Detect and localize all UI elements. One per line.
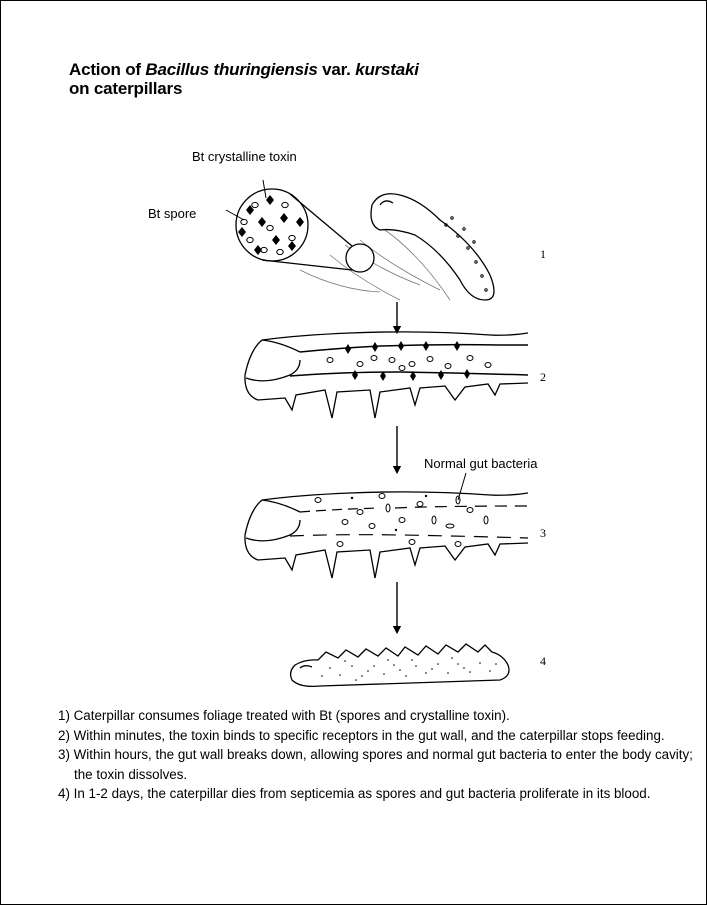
stage-4-illustration [291, 644, 509, 686]
stage-3-illustration [245, 492, 528, 578]
stage-number-4: 4 [540, 654, 546, 668]
step-4: 4) In 1-2 days, the caterpillar dies fro… [58, 784, 698, 804]
stage-number-3: 3 [540, 526, 546, 540]
stage-number-1: 1 [540, 247, 546, 261]
label-spore: Bt spore [148, 206, 196, 221]
step-2: 2) Within minutes, the toxin binds to sp… [58, 726, 698, 746]
label-gut-bacteria: Normal gut bacteria [424, 456, 538, 471]
stage-number-2: 2 [540, 370, 546, 384]
bt-action-diagram: Bt crystalline toxin Bt spore 1 2 Normal… [0, 0, 707, 700]
stage-1-illustration [226, 180, 494, 300]
step-1: 1) Caterpillar consumes foliage treated … [58, 706, 698, 726]
step-3: 3) Within hours, the gut wall breaks dow… [58, 745, 698, 784]
label-crystalline-toxin: Bt crystalline toxin [192, 149, 297, 164]
stage-2-illustration [245, 332, 528, 418]
step-descriptions: 1) Caterpillar consumes foliage treated … [58, 706, 698, 804]
